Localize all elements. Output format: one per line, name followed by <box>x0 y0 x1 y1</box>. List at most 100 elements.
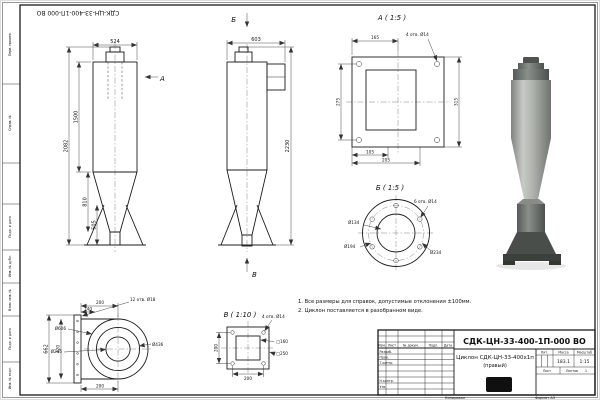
note-1: 1. Все размеры для справок, допустимые о… <box>298 299 472 305</box>
detail-v-dim-bottom: 200 <box>244 376 252 381</box>
render-cone <box>511 138 551 204</box>
detail-a-plate <box>351 56 445 148</box>
sheets-label: Листов <box>566 369 578 373</box>
side-view: Б 603 2230 В <box>218 13 294 279</box>
copied-label: Копировал <box>445 396 465 400</box>
render-cylinder <box>511 80 551 138</box>
margin-label-sprav: Справ. № <box>8 115 12 131</box>
titleblock-doc-number: СДК-ЦН-33-400-1П-000 ВО <box>463 337 586 346</box>
front-dim-support: 505 <box>92 220 98 230</box>
render-cap-bell <box>513 69 549 80</box>
title-block: Изм. Лист № докум. Подп. Дата Разраб. Пр… <box>377 329 596 400</box>
detail-b-outer-circle <box>362 199 430 267</box>
stamp-row-developed: Разраб. <box>380 350 393 354</box>
front-dim-cone: 810 <box>83 197 89 207</box>
scale-label: Масштаб <box>577 351 592 355</box>
sheet-label: Лист <box>543 369 551 373</box>
stamp-row-tcontrol: Т.контр. <box>379 361 394 365</box>
stamp-col-doc: № докум. <box>403 344 419 348</box>
detail-b-inner-circle <box>376 213 416 253</box>
side-dim-total: 2230 <box>285 140 291 153</box>
stamp-row-approved: Утв. <box>380 385 387 389</box>
volute-flange <box>73 314 82 384</box>
render-cap-top <box>523 57 539 64</box>
detail-a-holes: 4 отв. Ø14 <box>406 32 429 37</box>
detail-v-title: В ( 1:10 ) <box>224 311 257 319</box>
detail-a-dim-b1: 105 <box>366 150 374 155</box>
stamp-col-sign: Подп. <box>429 344 439 348</box>
front-dim-total: 2082 <box>64 140 70 153</box>
render-legs <box>506 232 556 254</box>
side-outlet <box>241 234 253 247</box>
note-2: 2. Циклон поставляется в разобранном вид… <box>298 308 423 314</box>
render-foot-right <box>549 261 561 265</box>
render-3d <box>496 57 566 270</box>
margin-label-inv-podl: Инв. № подл. <box>8 367 12 389</box>
volute-dim-t1: 200 <box>96 300 104 305</box>
stamp-row-ncontrol: Н.контр. <box>380 379 394 383</box>
render-pedestal-top <box>517 199 545 204</box>
render-cap-band <box>518 63 544 70</box>
detail-a-dim-left: 275 <box>336 98 341 106</box>
company-logo <box>486 377 512 392</box>
detail-b: Б ( 1:5 ) 6 отв. Ø14 Ø134 Ø194 Ø234 <box>344 184 442 271</box>
stamp-col-izm: Изм. <box>378 344 386 348</box>
titleblock-name-line2: (правый) <box>483 362 507 369</box>
detail-a-dim-right: 315 <box>454 98 459 106</box>
detail-v-sq-outer: □250 <box>276 351 288 356</box>
margin-label-podp1: Подп. и дата <box>8 216 12 238</box>
sheets-value: 1 <box>585 369 587 373</box>
front-view: 524 1500 2082 810 505 А <box>64 39 165 252</box>
detail-v-dim-left: 200 <box>214 344 219 352</box>
front-dim-body: 1500 <box>74 111 80 124</box>
doc-number-top: СДК-ЦН-33-400-1П-000 ВО <box>36 9 119 16</box>
detail-b-d-inner: Ø134 <box>348 220 360 225</box>
detail-b-d-bolt: Ø194 <box>344 244 356 249</box>
side-label-top: Б <box>231 16 236 24</box>
margin-label-perv: Перв. примен. <box>8 32 12 56</box>
side-label-bottom: В <box>252 271 257 279</box>
margin-label-vzam: Взам. инв. № <box>8 289 12 311</box>
volute-mid-circle <box>95 326 141 372</box>
render-base <box>503 254 561 261</box>
detail-v-holes: 4 отв. Ø14 <box>262 314 285 319</box>
front-view-label: А <box>159 75 165 83</box>
detail-v-sq-inner: □160 <box>276 339 288 344</box>
notes: 1. Все размеры для справок, допустимые о… <box>298 299 472 314</box>
detail-a-dim-top: 165 <box>371 35 379 40</box>
detail-a: А ( 1:5 ) 165 4 отв. Ø14 275 315 105 205 <box>336 14 462 166</box>
mass-value: 183.1 <box>557 359 570 365</box>
margin-label-inv-dubl: Инв. № дубл. <box>8 255 12 277</box>
volute-dim-duct: 420 <box>56 345 61 353</box>
margin-labels: Перв. примен. Справ. № Подп. и дата Инв.… <box>8 9 119 389</box>
detail-v-inner-square <box>235 335 261 361</box>
detail-b-d-outer: Ø234 <box>430 250 442 255</box>
format-label: Формат А3 <box>535 396 555 400</box>
lit-label: Лит. <box>541 351 548 355</box>
detail-b-title: Б ( 1:5 ) <box>376 184 404 192</box>
volute-dim-t2: 140 <box>84 307 92 312</box>
volute-dim-bottom: 200 <box>96 384 104 389</box>
side-dim-top: 603 <box>251 37 261 43</box>
stamp-row-checked: Пров. <box>380 355 389 359</box>
render-pedestal <box>517 204 545 232</box>
margin-label-podp2: Подп. и дата <box>8 328 12 350</box>
volute-dim-height: 662 <box>44 344 50 354</box>
volute-holes: 12 отв. Ø18 <box>130 297 156 302</box>
detail-a-dim-b2: 205 <box>382 158 390 163</box>
company-logo-text: KZP <box>492 383 506 390</box>
front-dim-top: 524 <box>110 39 120 45</box>
detail-a-title: А ( 1:5 ) <box>377 14 406 22</box>
stamp-col-date: Дата <box>444 344 452 348</box>
detail-v: В ( 1:10 ) 4 отв. Ø14 □160 □250 200 200 <box>214 311 289 381</box>
render-foot-left <box>503 261 515 265</box>
detail-a-opening <box>365 69 417 131</box>
volute-view: 662 420 200 140 12 отв. Ø18 Ø606 Ø245 Ø4… <box>44 297 164 392</box>
volute-d-inner: Ø245 <box>51 349 63 354</box>
mass-label: Масса <box>558 351 568 355</box>
detail-v-outer-square <box>226 326 270 370</box>
scale-value: 1:15 <box>579 359 589 365</box>
volute-d-mid: Ø436 <box>152 342 164 347</box>
